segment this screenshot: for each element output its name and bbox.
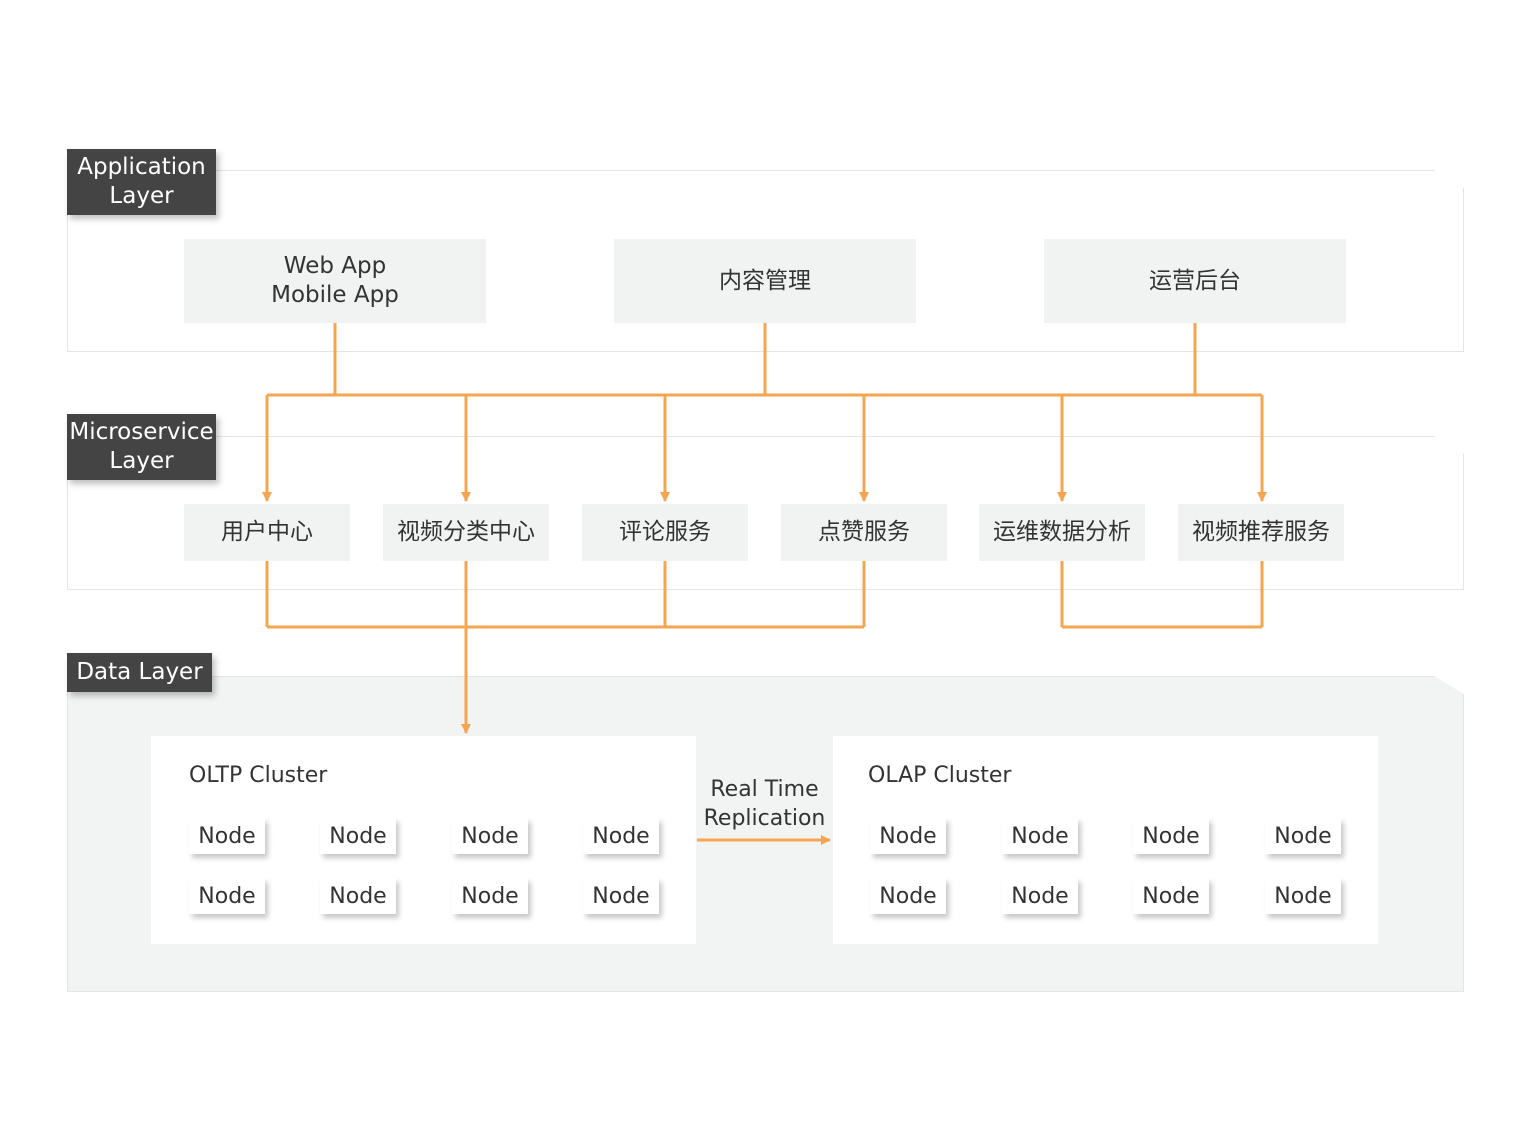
service-box-user-center: 用户中心 [184,504,350,561]
application-layer-tag: Application Layer [67,149,216,215]
service-box-like: 点赞服务 [781,504,947,561]
oltp-node: Node [320,878,396,914]
service-box-comment: 评论服务 [582,504,748,561]
olap-node: Node [1265,818,1341,854]
olap-node: Node [1002,878,1078,914]
olap-cluster-title: OLAP Cluster [868,763,1012,788]
oltp-node: Node [189,818,265,854]
olap-node: Node [1133,878,1209,914]
olap-cluster: OLAP Cluster Node Node Node Node Node No… [833,736,1378,944]
olap-node: Node [870,818,946,854]
oltp-node: Node [189,878,265,914]
app-box-operations-backend: 运营后台 [1044,239,1346,323]
olap-node: Node [1002,818,1078,854]
oltp-node: Node [583,878,659,914]
service-box-ops-analytics: 运维数据分析 [979,504,1145,561]
service-box-video-recommend: 视频推荐服务 [1178,504,1344,561]
service-box-video-category: 视频分类中心 [383,504,549,561]
app-box-web-mobile: Web App Mobile App [184,239,486,323]
oltp-cluster: OLTP Cluster Node Node Node Node Node No… [151,736,696,944]
olap-node: Node [870,878,946,914]
oltp-node: Node [583,818,659,854]
microservice-layer-tag: Microservice Layer [67,414,216,480]
oltp-node: Node [320,818,396,854]
oltp-node: Node [452,878,528,914]
oltp-cluster-title: OLTP Cluster [189,763,328,788]
replication-label: Real Time Replication [703,777,826,831]
data-layer-tag: Data Layer [67,653,212,692]
app-box-content-management: 内容管理 [614,239,916,323]
olap-node: Node [1265,878,1341,914]
olap-node: Node [1133,818,1209,854]
oltp-node: Node [452,818,528,854]
